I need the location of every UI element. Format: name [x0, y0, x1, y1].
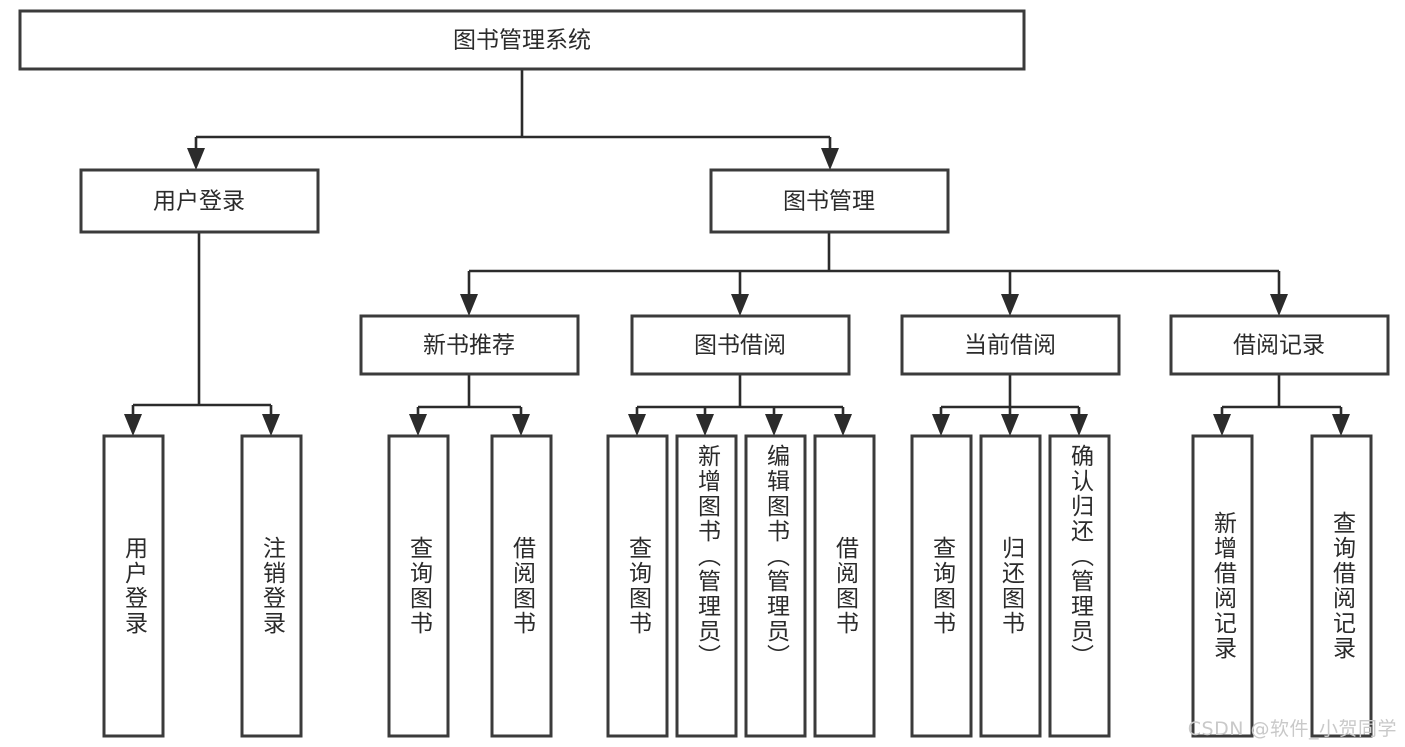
arrow-head-icon [765, 414, 783, 436]
leaf-return-book[interactable]: 归还图书 [979, 434, 1042, 738]
leaf-add-record-label: 新增借阅记录 [1209, 511, 1236, 661]
leaf-edit-book-label: 编辑图书（管理员） [762, 444, 789, 669]
node-borrow-record-label: 借阅记录 [1233, 333, 1325, 359]
node-new-book-recommend[interactable]: 新书推荐 [359, 314, 580, 376]
leaf-edit-book[interactable]: 编辑图书（管理员） [744, 434, 807, 738]
arrow-head-icon [821, 148, 839, 170]
arrow-head-icon [512, 414, 530, 436]
leaf-logout-box[interactable] [240, 434, 303, 738]
leaf-borrow-book-2-label: 借阅图书 [831, 536, 858, 636]
leaf-query-book-3-box[interactable] [910, 434, 973, 738]
node-borrow-record-box[interactable] [1169, 314, 1390, 376]
node-borrow-record[interactable]: 借阅记录 [1169, 314, 1390, 376]
leaf-borrow-book-1-box[interactable] [490, 434, 553, 738]
node-user-login-label: 用户登录 [153, 189, 245, 215]
leaf-query-book-3-label: 查询图书 [928, 536, 955, 636]
node-book-borrow[interactable]: 图书借阅 [630, 314, 851, 376]
node-current-borrow[interactable]: 当前借阅 [900, 314, 1121, 376]
leaf-query-record[interactable]: 查询借阅记录 [1310, 434, 1373, 738]
node-new-book-recommend-box[interactable] [359, 314, 580, 376]
leaf-logout[interactable]: 注销登录 [240, 434, 303, 738]
node-user-login[interactable]: 用户登录 [79, 168, 320, 234]
node-book-borrow-label: 图书借阅 [694, 333, 786, 359]
arrow-head-icon [628, 414, 646, 436]
leaf-return-book-label: 归还图书 [997, 536, 1024, 636]
arrow-head-icon [124, 414, 142, 436]
leaf-query-book-2-label: 查询图书 [624, 536, 651, 636]
arrow-head-icon [731, 294, 749, 316]
connector-new-book-recommend-to-leaves [409, 374, 530, 436]
leaf-add-book-box[interactable] [675, 434, 738, 738]
arrow-head-icon [834, 414, 852, 436]
leaf-user-login-box[interactable] [102, 434, 165, 738]
leaf-add-book-label: 新增图书（管理员） [693, 444, 720, 669]
leaf-user-login-label: 用户登录 [120, 536, 147, 636]
node-book-manage-box[interactable] [709, 168, 950, 234]
node-current-borrow-label: 当前借阅 [964, 333, 1056, 359]
leaf-query-book-1-label: 查询图书 [405, 536, 432, 636]
leaf-add-book[interactable]: 新增图书（管理员） [675, 434, 738, 738]
node-book-manage-label: 图书管理 [783, 189, 875, 215]
node-book-manage[interactable]: 图书管理 [709, 168, 950, 234]
arrow-head-icon [932, 414, 950, 436]
connector-book-borrow-to-leaves [628, 374, 852, 436]
node-user-login-box[interactable] [79, 168, 320, 234]
leaf-borrow-book-1-label: 借阅图书 [508, 536, 535, 636]
leaf-return-book-box[interactable] [979, 434, 1042, 738]
leaf-query-book-1[interactable]: 查询图书 [387, 434, 450, 738]
leaf-query-book-1-box[interactable] [387, 434, 450, 738]
arrow-head-icon [460, 294, 478, 316]
leaf-borrow-book-1[interactable]: 借阅图书 [490, 434, 553, 738]
node-new-book-recommend-label: 新书推荐 [423, 333, 515, 359]
leaf-query-record-box[interactable] [1310, 434, 1373, 738]
node-root-label: 图书管理系统 [453, 28, 591, 54]
leaf-user-login[interactable]: 用户登录 [102, 434, 165, 738]
leaf-add-record-box[interactable] [1191, 434, 1254, 738]
arrow-head-icon [1332, 414, 1350, 436]
arrow-head-icon [1270, 294, 1288, 316]
node-current-borrow-box[interactable] [900, 314, 1121, 376]
arrow-head-icon [1213, 414, 1231, 436]
node-root[interactable]: 图书管理系统 [18, 9, 1026, 71]
arrow-head-icon [262, 414, 280, 436]
leaf-logout-label: 注销登录 [258, 536, 285, 636]
arrow-head-icon [696, 414, 714, 436]
leaf-add-record[interactable]: 新增借阅记录 [1191, 434, 1254, 738]
connector-root-to-level1 [187, 69, 839, 170]
node-root-box[interactable] [18, 9, 1026, 71]
leaf-confirm-return[interactable]: 确认归还（管理员） [1048, 434, 1111, 738]
leaf-query-book-2[interactable]: 查询图书 [606, 434, 669, 738]
leaf-confirm-return-label: 确认归还（管理员） [1066, 444, 1093, 669]
node-book-borrow-box[interactable] [630, 314, 851, 376]
arrow-head-icon [1070, 414, 1088, 436]
arrow-head-icon [187, 148, 205, 170]
leaf-edit-book-box[interactable] [744, 434, 807, 738]
connector-current-borrow-to-leaves [932, 374, 1088, 436]
leaf-confirm-return-box[interactable] [1048, 434, 1111, 738]
leaf-borrow-book-2-box[interactable] [813, 434, 876, 738]
leaf-query-book-2-box[interactable] [606, 434, 669, 738]
arrow-head-icon [409, 414, 427, 436]
leaf-borrow-book-2[interactable]: 借阅图书 [813, 434, 876, 738]
arrow-head-icon [1001, 294, 1019, 316]
leaf-query-book-3[interactable]: 查询图书 [910, 434, 973, 738]
connector-book-manage-to-level2 [460, 232, 1288, 316]
leaf-query-record-label: 查询借阅记录 [1328, 511, 1355, 661]
connector-borrow-record-to-leaves [1213, 374, 1350, 436]
connector-user-login-to-leaves [124, 232, 280, 436]
arrow-head-icon [1001, 414, 1019, 436]
